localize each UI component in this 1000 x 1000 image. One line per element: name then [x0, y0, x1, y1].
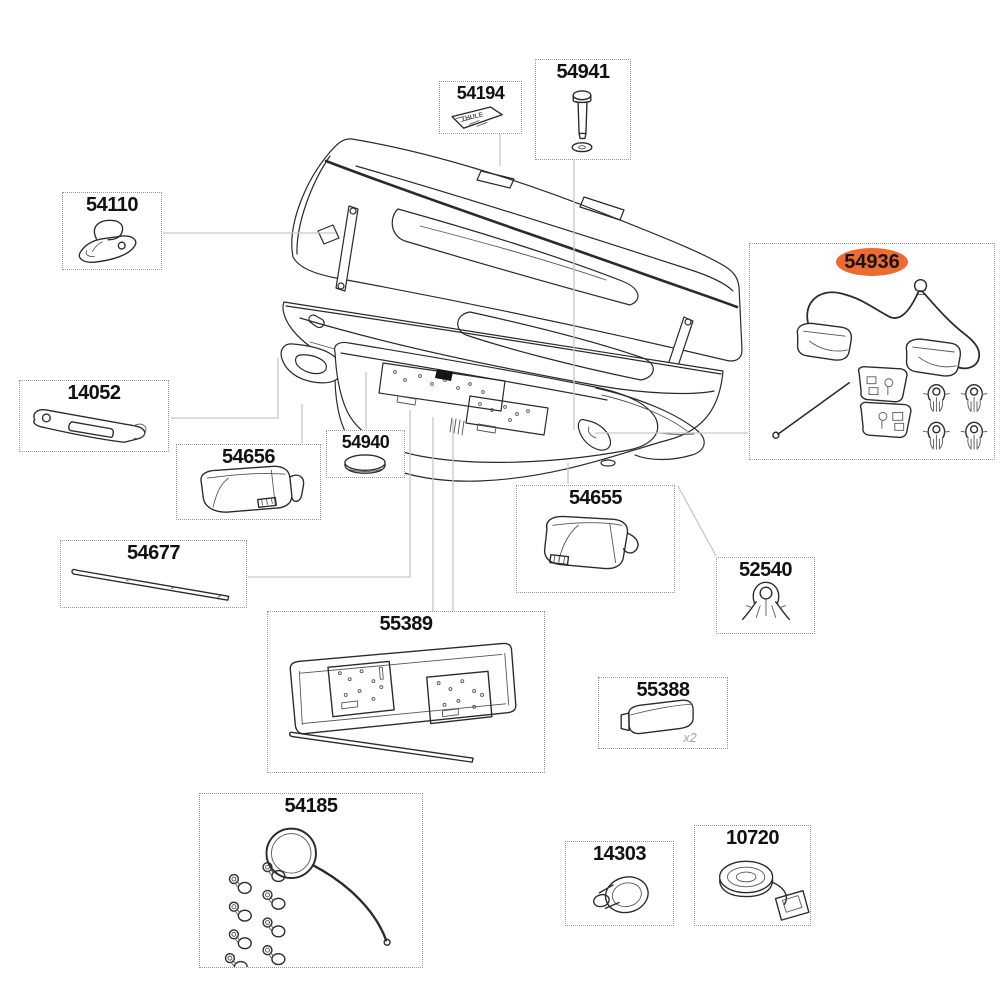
right-skirt — [595, 387, 705, 461]
lid-handle-slot — [476, 170, 515, 189]
light-kit-sketch — [772, 278, 988, 450]
part-box-55388[interactable]: 55388 x2 — [598, 677, 728, 749]
retainer-clip-sketch — [741, 581, 791, 621]
oval-plug-sketch — [344, 454, 386, 474]
part-box-54940[interactable]: 54940 — [326, 430, 405, 478]
part-label-55389: 55389 — [379, 613, 433, 635]
handle-trim-sketch — [33, 409, 147, 443]
quantity-note: x2 — [682, 731, 696, 745]
part-label-54110: 54110 — [85, 194, 139, 216]
lid-lock-catch-sketch — [78, 219, 137, 263]
part-box-54936[interactable]: 54936 — [749, 243, 995, 460]
bumper-right-bracket — [577, 418, 612, 451]
part-box-54677[interactable]: 54677 — [60, 540, 247, 608]
part-box-14052[interactable]: 14052 — [19, 380, 169, 452]
part-label-54656: 54656 — [221, 446, 276, 468]
part-box-10720[interactable]: 10720 — [694, 825, 811, 926]
part-label-54677: 54677 — [126, 542, 181, 564]
part-label-14303: 14303 — [592, 843, 647, 865]
thule-logo-text: THULE — [461, 111, 485, 123]
part-label-54655: 54655 — [568, 487, 623, 509]
hinge-bracket — [317, 224, 340, 245]
part-label-14052: 14052 — [67, 382, 121, 404]
part-label-52540: 52540 — [738, 559, 793, 581]
part-box-54194[interactable]: 54194 THULE — [439, 81, 522, 134]
trim-strip-sketch — [71, 568, 230, 601]
end-cap-sketch: x2 — [620, 699, 697, 745]
part-box-54656[interactable]: 54656 — [176, 444, 321, 520]
part-label-54941: 54941 — [556, 61, 610, 83]
part-label-55388: 55388 — [636, 679, 690, 701]
thule-logo-sticker-sketch: THULE — [451, 106, 503, 129]
part-label-54936[interactable]: 54936 — [836, 248, 908, 276]
license-plate-holder-sketch — [288, 642, 517, 763]
part-box-54655[interactable]: 54655 — [516, 485, 675, 593]
strap-roll-sketch — [718, 860, 810, 921]
part-box-14303[interactable]: 14303 — [565, 841, 674, 926]
license-plate-mount-right — [465, 395, 549, 436]
lock-barrel — [435, 369, 453, 381]
corner-cover-right-sketch — [543, 515, 639, 570]
left-strut — [335, 205, 359, 292]
part-label-10720: 10720 — [725, 827, 780, 849]
lid-rim-edge — [324, 159, 739, 309]
corner-cover-left-sketch — [200, 465, 305, 513]
part-label-54185: 54185 — [284, 795, 338, 817]
part-box-54941[interactable]: 54941 — [535, 59, 631, 160]
part-label-54194: 54194 — [456, 83, 505, 103]
license-plate-mount-left — [378, 362, 506, 412]
part-box-55389[interactable]: 55389 — [267, 611, 545, 773]
fastener-kit-sketch — [224, 827, 391, 967]
connector-lines — [163, 134, 748, 611]
part-box-52540[interactable]: 52540 — [716, 557, 815, 634]
bolt-and-washer-sketch — [571, 90, 593, 153]
lid-logo-slot — [579, 196, 625, 221]
part-box-54185[interactable]: 54185 — [199, 793, 423, 968]
part-label-54940: 54940 — [341, 432, 390, 452]
part-box-54110[interactable]: 54110 — [62, 192, 162, 270]
grommet-knob-sketch — [593, 876, 649, 914]
